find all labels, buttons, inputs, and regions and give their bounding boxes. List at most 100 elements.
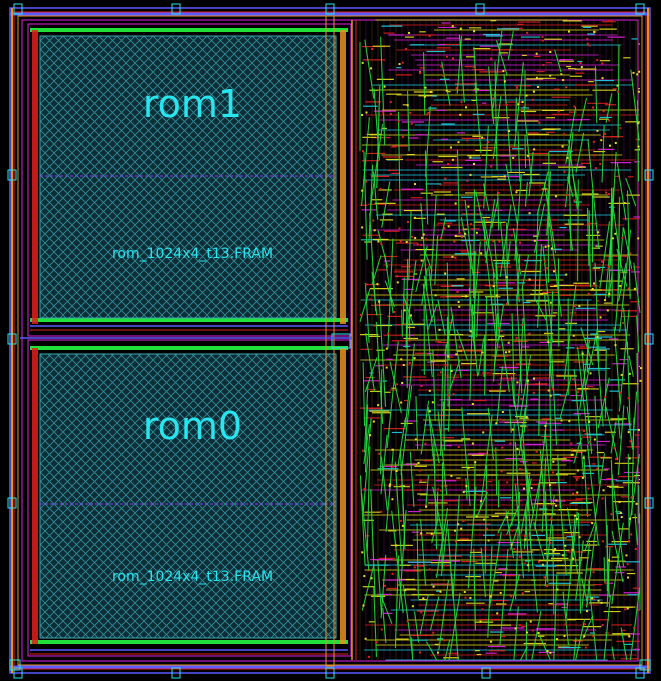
route-wire [563,284,577,380]
via [380,242,383,245]
via [600,601,603,604]
via [410,122,413,125]
route-wire [460,217,472,270]
via [398,63,401,66]
route-wire [404,343,415,428]
via [508,130,511,133]
via [503,175,506,178]
route-wire [523,381,529,433]
via [382,111,385,114]
routing-region [359,19,642,661]
route-wire [473,189,476,299]
route-wire [437,300,446,336]
via [602,110,605,113]
via [624,608,627,611]
via [544,424,547,427]
via [591,287,594,290]
via [389,100,392,103]
via [637,122,640,125]
via [414,237,417,240]
route-wire [424,250,433,272]
via [457,300,460,303]
via [400,401,403,404]
via [380,510,383,513]
route-wire [584,521,596,551]
route-wire [438,579,450,650]
route-wire [500,334,510,393]
via [555,638,558,641]
via [363,575,366,578]
via [593,438,596,441]
route-wire [595,336,604,427]
route-wire [516,294,523,394]
via [628,457,631,460]
via [544,245,547,248]
via [498,346,501,349]
route-wire [605,93,613,123]
via [537,85,540,88]
macro-rom0[interactable] [27,339,352,657]
via [372,420,375,423]
route-wire [623,227,633,270]
via [527,564,530,567]
via [639,367,642,370]
route-wire [629,588,641,661]
via [528,278,531,281]
route-wire [609,151,617,257]
via [531,98,534,101]
via [476,493,479,496]
route-wire [617,405,625,475]
via [597,231,600,234]
route-wire [616,162,627,221]
via [585,610,588,613]
via [361,113,364,116]
route-wire [416,523,419,599]
route-wire [537,244,543,328]
via [474,461,477,464]
route-wire [562,591,570,646]
route-wire [401,309,403,337]
via [549,394,552,397]
via [401,524,404,527]
via [428,35,431,38]
via [436,651,439,654]
via [533,239,536,242]
macro-rom1[interactable] [27,23,352,337]
via [451,25,454,28]
via [505,103,508,106]
route-wire [431,518,439,543]
via [588,222,591,225]
route-wire [494,61,498,170]
macro-channel-straps [20,15,357,667]
via [452,378,455,381]
route-wire [603,595,612,661]
via [399,240,402,243]
route-wire [380,36,386,146]
via [454,234,457,237]
route-wire [420,203,428,291]
via [584,623,587,626]
via [458,231,461,234]
via [455,353,458,356]
route-wire [451,573,459,661]
via [432,585,435,588]
via [438,328,441,331]
via [467,205,470,208]
route-wire [514,484,525,579]
route-wire [440,367,444,456]
via [634,547,637,550]
route-wire [617,414,621,439]
via [440,237,443,240]
via [500,470,503,473]
via [439,590,442,593]
route-wire [586,444,599,546]
via [481,608,484,611]
via [466,139,469,142]
via [413,357,416,360]
via [637,428,640,431]
via [521,101,524,104]
route-wire [430,194,437,280]
via [630,496,633,499]
via [620,516,623,519]
